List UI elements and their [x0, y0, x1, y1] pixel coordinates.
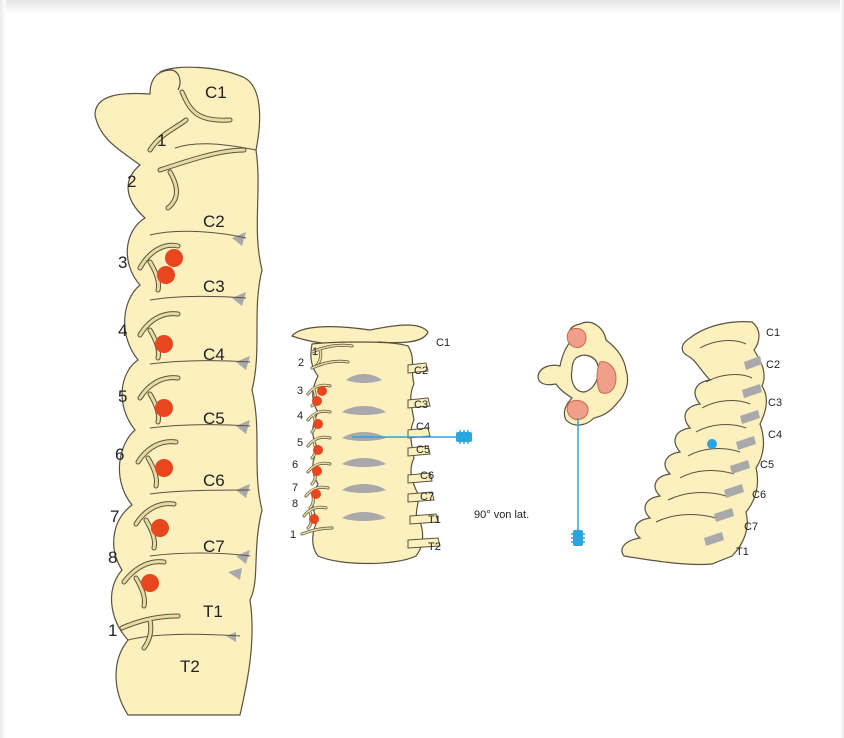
left-nerve-num-1: 1 [157, 131, 166, 150]
lateral-view: C1 C2 C3 C4 C5 C6 C7 T1 [622, 322, 782, 565]
mid-nerve-num-8: 8 [292, 498, 298, 510]
mid-nerve-num-t1: 1 [290, 529, 296, 541]
mid-label-c1: C1 [436, 337, 450, 349]
injection-point [313, 445, 323, 455]
injection-point [155, 459, 173, 477]
lat-label-c5: C5 [760, 459, 774, 471]
mid-label-c7: C7 [420, 491, 434, 503]
injection-point [309, 514, 319, 524]
mid-nerve-num-4: 4 [297, 410, 303, 422]
left-label-t1: T1 [203, 602, 223, 621]
lat-label-c6: C6 [752, 489, 766, 501]
left-label-t2: T2 [180, 657, 200, 676]
mid-label-t1: T1 [428, 514, 441, 526]
mid-nerve-num-1: 1 [312, 346, 318, 358]
mid-nerve-num-5: 5 [297, 437, 303, 449]
mid-label-c2: C2 [414, 365, 428, 377]
left-nerve-num-t1: 1 [108, 621, 117, 640]
left-nerve-num-6: 6 [115, 445, 124, 464]
injection-point [165, 249, 183, 267]
lat-label-t1: T1 [736, 546, 749, 558]
mid-nerve-num-6: 6 [292, 459, 298, 471]
axial-view: 90° von lat. [474, 322, 628, 546]
injection-point [157, 266, 175, 284]
lat-label-c7: C7 [744, 521, 758, 533]
axial-needle [571, 418, 585, 546]
left-nerve-num-7: 7 [110, 507, 119, 526]
left-spine-view: C1 C2 C3 C4 C5 C6 C7 T1 T2 1 2 3 4 5 6 7… [95, 67, 262, 715]
middle-spine-view: C1 C2 C3 C4 C5 C6 C7 T1 T2 1 2 3 4 5 6 7… [290, 325, 472, 564]
mid-label-c4: C4 [416, 421, 430, 433]
mid-label-t2: T2 [428, 541, 441, 553]
left-nerve-num-5: 5 [118, 387, 127, 406]
mid-label-c3: C3 [414, 399, 428, 411]
left-label-c7: C7 [203, 537, 225, 556]
lat-label-c1: C1 [766, 327, 780, 339]
left-nerve-num-4: 4 [118, 321, 127, 340]
injection-point [317, 386, 327, 396]
lat-label-c3: C3 [768, 397, 782, 409]
angle-label: 90° von lat. [474, 509, 529, 521]
left-label-c2: C2 [203, 212, 225, 231]
mid-nerve-num-3: 3 [297, 385, 303, 397]
lat-label-c4: C4 [768, 429, 782, 441]
left-label-c4: C4 [203, 345, 225, 364]
mid-nerve-num-2: 2 [298, 357, 304, 369]
lat-label-c2: C2 [766, 359, 780, 371]
left-label-c1: C1 [205, 83, 227, 102]
injection-point [151, 519, 169, 537]
mid-label-c6: C6 [420, 470, 434, 482]
left-label-c6: C6 [203, 471, 225, 490]
left-nerve-num-3: 3 [118, 253, 127, 272]
left-nerve-num-2: 2 [127, 172, 136, 191]
lateral-needle-target [707, 439, 717, 449]
mid-label-c5: C5 [416, 444, 430, 456]
injection-point [313, 419, 323, 429]
left-label-c5: C5 [203, 409, 225, 428]
injection-point [155, 335, 173, 353]
mid-nerve-num-7: 7 [292, 482, 298, 494]
injection-point [311, 489, 321, 499]
injection-point [312, 466, 322, 476]
injection-point [155, 399, 173, 417]
left-label-c3: C3 [203, 277, 225, 296]
left-nerve-num-8: 8 [108, 548, 117, 567]
injection-point [312, 396, 322, 406]
injection-point [141, 574, 159, 592]
